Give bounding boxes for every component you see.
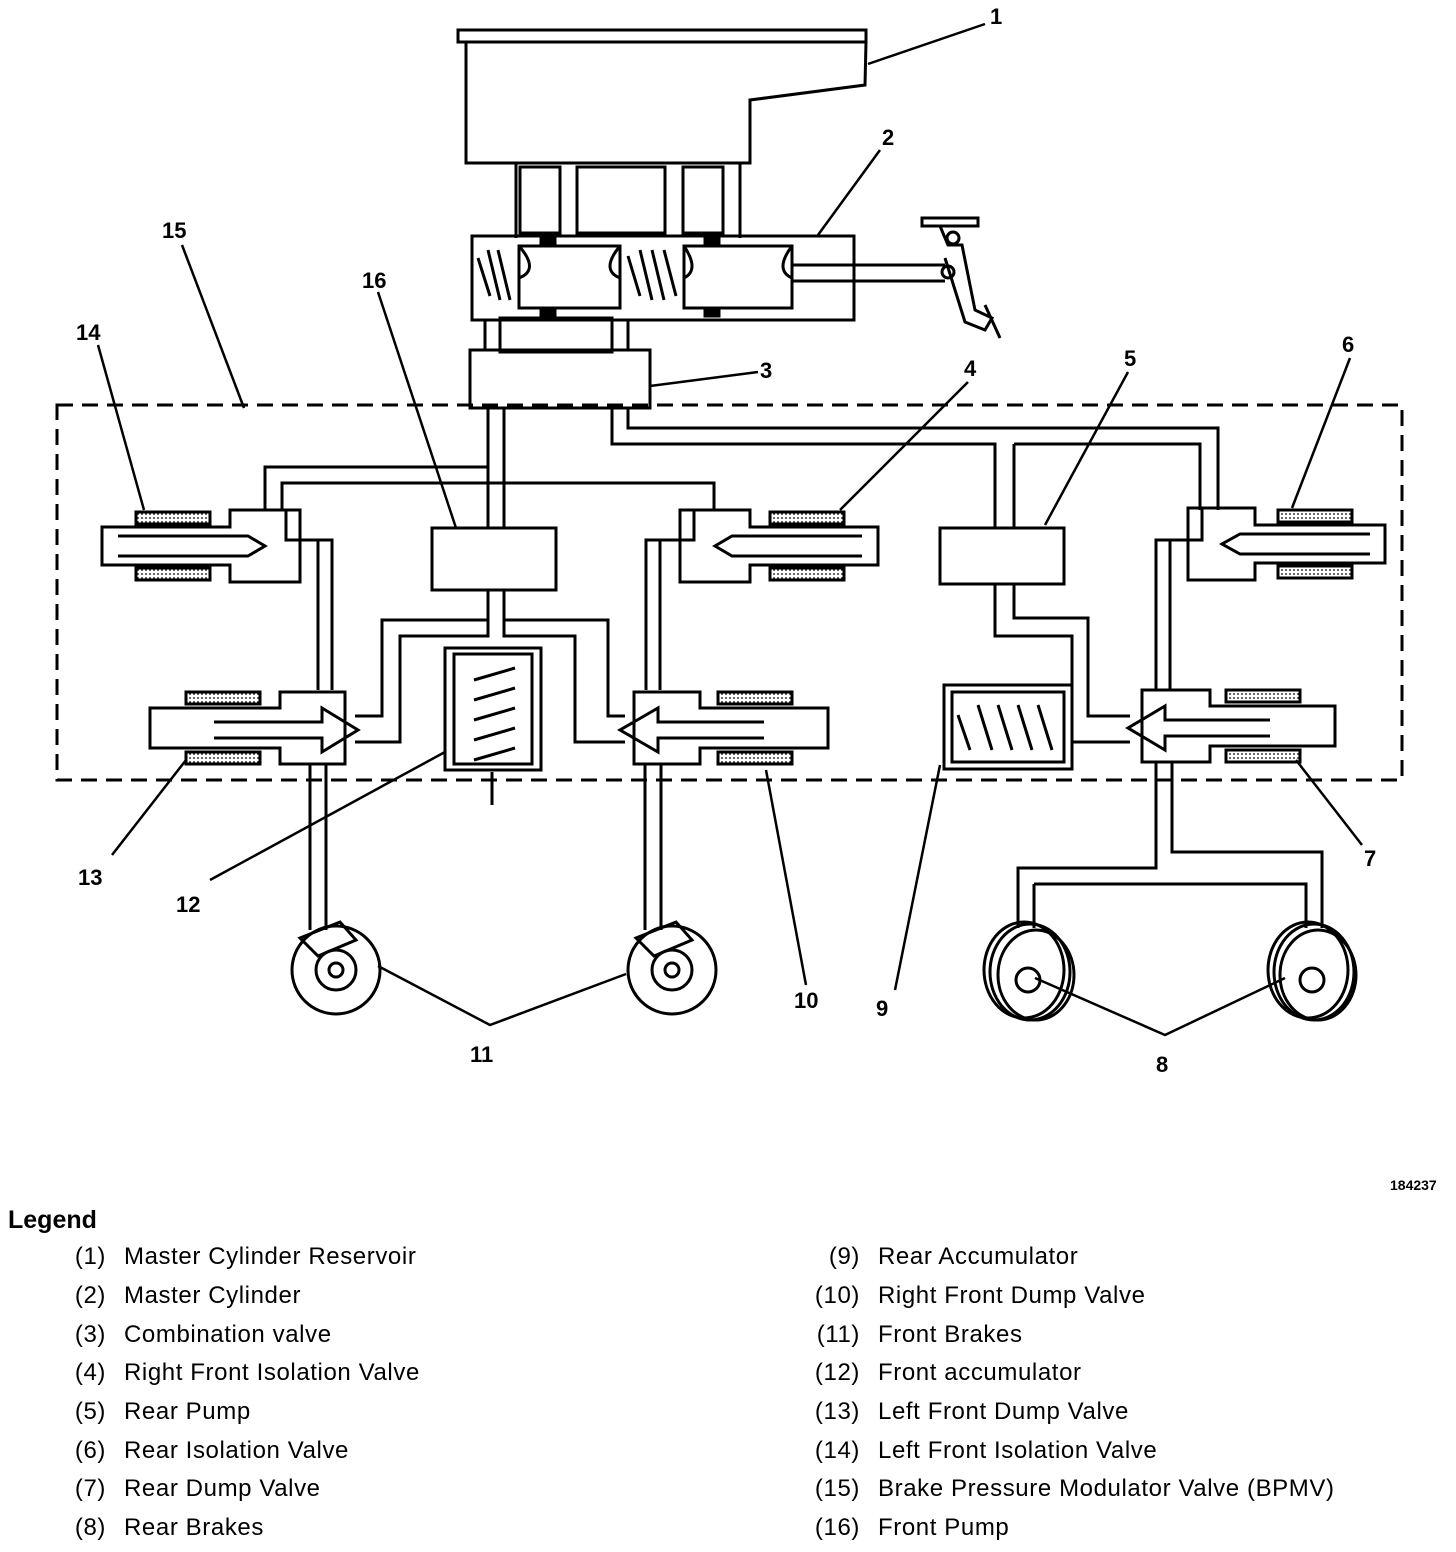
legend-number: (1) <box>74 1243 106 1271</box>
callout-16: 16 <box>362 268 386 293</box>
callout-1: 1 <box>990 4 1002 29</box>
front-pump <box>430 526 558 592</box>
callout-4: 4 <box>964 356 977 381</box>
legend-item: (11) Front Brakes <box>800 1315 1335 1354</box>
legend-item: (1) Master Cylinder Reservoir <box>60 1238 420 1277</box>
callout-9: 9 <box>876 996 888 1021</box>
legend-number: (6) <box>74 1436 106 1464</box>
callout-7: 7 <box>1364 846 1376 871</box>
right-front-dump-valve <box>617 690 830 930</box>
left-front-isolation-valve <box>100 508 334 690</box>
front-accumulator <box>443 646 543 805</box>
legend-number: (14) <box>814 1436 860 1464</box>
callout-5: 5 <box>1124 346 1136 371</box>
legend-right-column: (9) Rear Accumulator (10) Right Front Dump… <box>800 1238 1335 1548</box>
left-rear-brake <box>982 920 1076 1022</box>
leader-lines <box>96 22 1363 1037</box>
legend-text: Master Cylinder Reservoir <box>124 1243 417 1271</box>
left-front-dump-valve <box>148 690 361 930</box>
legend-text: Front Brakes <box>878 1320 1023 1348</box>
rear-pump <box>938 526 1066 586</box>
callout-11: 11 <box>470 1042 493 1067</box>
legend-item: (15) Brake Pressure Modulator Valve (BPMV… <box>800 1470 1335 1509</box>
legend-text: Rear Pump <box>124 1398 251 1426</box>
callout-15: 15 <box>162 218 186 243</box>
legend-item: (10) Right Front Dump Valve <box>800 1277 1335 1316</box>
legend-text: Rear Brakes <box>124 1514 264 1542</box>
legend-number: (11) <box>816 1320 860 1348</box>
right-front-isolation-valve <box>644 508 880 690</box>
legend-item: (6) Rear Isolation Valve <box>60 1431 420 1470</box>
legend-item: (13) Left Front Dump Valve <box>800 1393 1335 1432</box>
legend-number: (12) <box>814 1359 860 1387</box>
legend-item: (4) Right Front Isolation Valve <box>60 1354 420 1393</box>
legend-text: Master Cylinder <box>124 1282 302 1310</box>
abs-hydraulic-diagram: 1 2 3 4 5 6 7 8 9 10 11 12 13 14 15 16 1… <box>55 4 1437 1193</box>
callout-6: 6 <box>1342 332 1354 357</box>
brake-pedal <box>920 216 1002 339</box>
legend-number: (16) <box>814 1514 860 1542</box>
callout-14: 14 <box>76 320 101 345</box>
callout-2: 2 <box>882 125 894 150</box>
callout-10: 10 <box>794 988 818 1013</box>
legend-item: (16) Front Pump <box>800 1509 1335 1548</box>
legend-item: (7) Rear Dump Valve <box>60 1470 420 1509</box>
legend-text: Left Front Dump Valve <box>878 1398 1129 1426</box>
legend-number: (15) <box>814 1475 860 1503</box>
legend-text: Rear Accumulator <box>878 1243 1079 1271</box>
legend-item: (14) Left Front Isolation Valve <box>800 1431 1335 1470</box>
legend-title: Legend <box>8 1206 97 1234</box>
legend-text: Front Pump <box>878 1514 1010 1542</box>
legend-text: Front accumulator <box>878 1359 1082 1387</box>
master-cylinder <box>470 234 945 322</box>
legend-left-column: (1) Master Cylinder Reservoir (2) Master C… <box>60 1238 420 1548</box>
legend-number: (7) <box>74 1475 106 1503</box>
callout-12: 12 <box>176 892 200 917</box>
figure-id: 184237 <box>1390 1177 1437 1193</box>
callout-8: 8 <box>1156 1052 1168 1077</box>
legend-number: (3) <box>74 1320 106 1348</box>
legend-number: (10) <box>814 1282 860 1310</box>
bpmv-boundary <box>55 403 1404 782</box>
legend-number: (13) <box>814 1398 860 1426</box>
legend-text: Left Front Isolation Valve <box>878 1436 1158 1464</box>
legend-item: (9) Rear Accumulator <box>800 1238 1335 1277</box>
legend-text: Right Front Isolation Valve <box>124 1359 420 1387</box>
rear-accumulator <box>942 683 1074 771</box>
legend-number: (8) <box>74 1514 106 1542</box>
legend-item: (12) Front accumulator <box>800 1354 1335 1393</box>
legend-number: (5) <box>74 1398 106 1426</box>
rear-isolation-valve <box>1154 506 1387 690</box>
legend-text: Rear Dump Valve <box>124 1475 321 1503</box>
legend-item: (5) Rear Pump <box>60 1393 420 1432</box>
legend-item: (2) Master Cylinder <box>60 1277 420 1316</box>
left-front-brake <box>290 920 382 1016</box>
legend-item: (3) Combination valve <box>60 1315 420 1354</box>
legend-text: Combination valve <box>124 1320 332 1348</box>
legend-item: (8) Rear Brakes <box>60 1509 420 1548</box>
legend-text: Rear Isolation Valve <box>124 1436 349 1464</box>
right-front-brake <box>626 920 718 1016</box>
legend-number: (4) <box>74 1359 106 1387</box>
callout-13: 13 <box>78 865 102 890</box>
master-cylinder-reservoir <box>456 28 868 238</box>
callout-3: 3 <box>760 358 772 383</box>
legend-number: (9) <box>828 1243 860 1271</box>
legend-text: Brake Pressure Modulator Valve (BPMV) <box>878 1475 1335 1503</box>
right-rear-brake <box>1266 920 1358 1022</box>
legend-text: Right Front Dump Valve <box>878 1282 1146 1310</box>
combination-valve <box>468 348 652 410</box>
rear-dump-valve <box>1016 688 1337 928</box>
legend-number: (2) <box>74 1282 106 1310</box>
